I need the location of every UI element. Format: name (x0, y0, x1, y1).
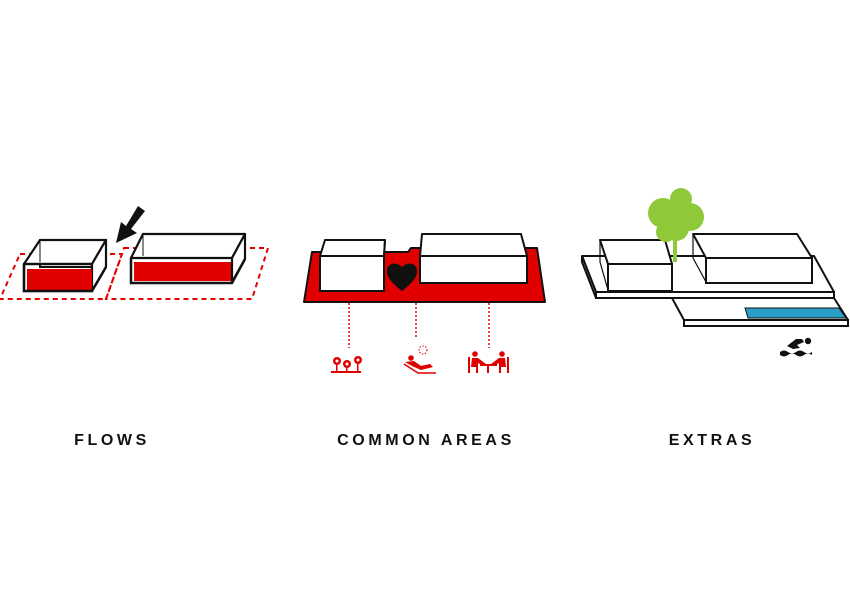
heart-icon (386, 263, 418, 291)
sunbathing-icon (403, 345, 436, 374)
flows-building-left (22, 238, 108, 293)
extras-illustration (581, 188, 849, 357)
flow-zone-right-dashed (104, 247, 270, 300)
flows-illustration (0, 206, 270, 300)
common-areas-label: COMMON AREAS (337, 432, 515, 449)
tree-icon (648, 188, 704, 262)
extras-building-left (599, 239, 673, 292)
common-building-left (319, 239, 386, 292)
swimmer-icon (780, 337, 812, 357)
extras-label: EXTRAS (668, 432, 756, 449)
people-at-table-icon (468, 351, 509, 373)
flows-building-right (129, 232, 247, 285)
flows-label: FLOWS (74, 432, 150, 449)
common-areas-illustration (303, 233, 546, 374)
common-building-right (419, 233, 528, 284)
swimming-pool (744, 307, 847, 319)
extras-building-right (692, 233, 813, 284)
down-left-arrow-icon (116, 206, 145, 243)
extras-lower-slab (671, 297, 849, 327)
flowers-icon (331, 356, 362, 373)
